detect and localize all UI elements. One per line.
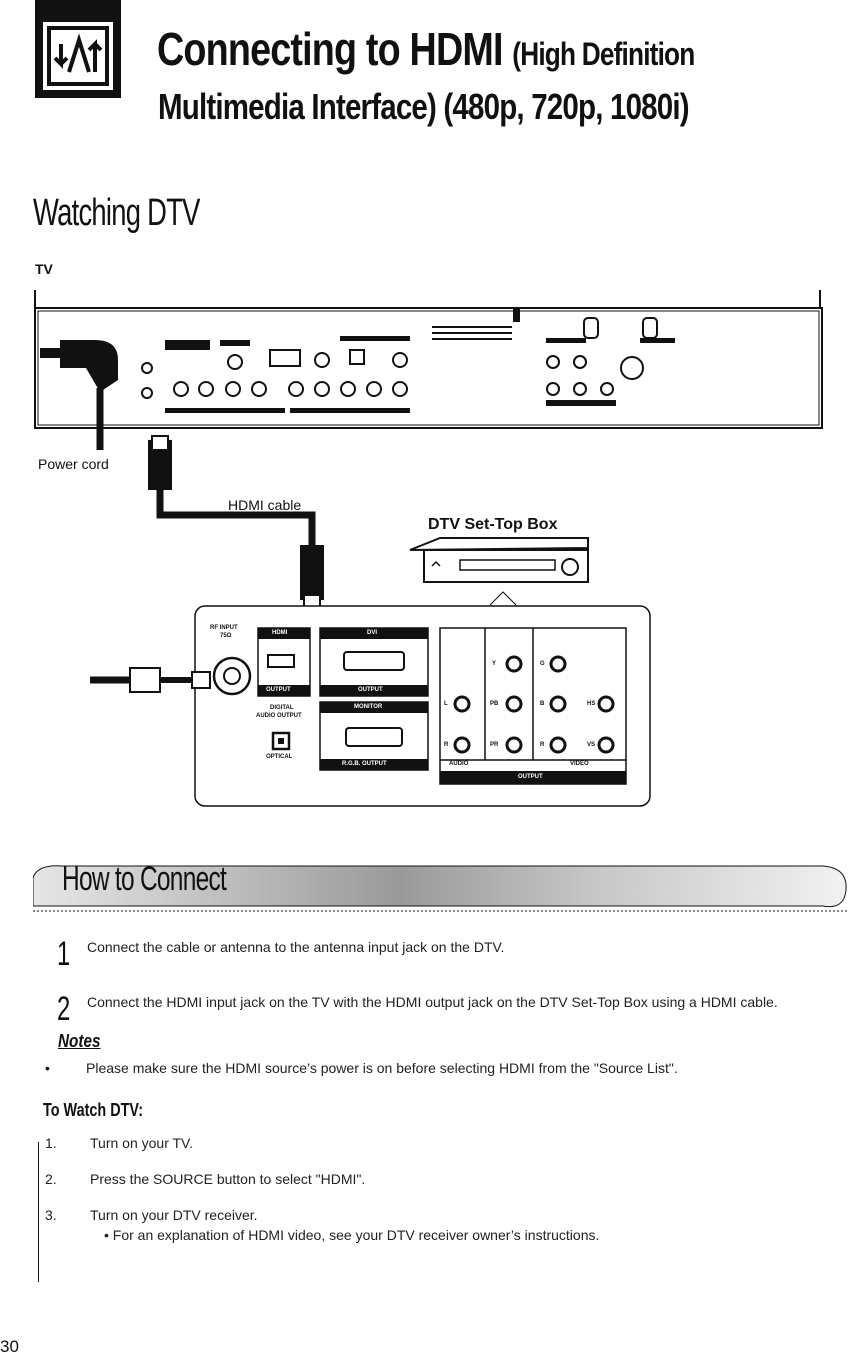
rf-ohm-label: 75Ω [220,633,232,639]
settop-rear-panel [90,605,651,807]
jack-pb-label: PB [490,701,499,707]
step-text: Connect the cable or antenna to the ante… [87,939,505,955]
list-sub-item: • For an explanation of HDMI video, see … [104,1227,600,1243]
how-to-connect-title: How to Connect [62,860,227,898]
page-title: Connecting to HDMI (High Definition [157,22,695,76]
title-paren: (High Definition [512,36,695,72]
settop-box-icon [409,537,589,583]
notes-heading: Notes [58,1031,101,1051]
tv-label: TV [35,261,53,277]
optical-label: OPTICAL [266,754,293,760]
rf-input-label: RF INPUT [210,625,238,631]
hdmi-output-label: OUTPUT [266,687,291,693]
list-item: Press the SOURCE button to select "HDMI"… [90,1171,366,1187]
jack-rr-label: R [540,742,545,748]
hdmi-cable-label: HDMI cable [228,497,302,513]
jack-vs-label: VS [587,742,596,748]
list-item-number: 1. [45,1135,57,1151]
rgb-output-label: R.G.B. OUTPUT [342,761,387,767]
to-watch-heading: To Watch DTV: [43,1100,143,1120]
jack-g-label: G [540,661,545,667]
settop-label: DTV Set-Top Box [428,516,558,533]
step-number: 2 [57,990,71,1028]
page-title-line2: Multimedia Interface) (480p, 720p, 1080i… [158,86,690,127]
audio-label: AUDIO [449,761,469,767]
section-heading: Watching DTV [33,192,200,234]
page-number: 30 [0,1337,19,1356]
jack-r-label: R [444,742,449,748]
dvi-label: DVI [367,630,378,636]
digital-label: DIGITAL [270,705,294,711]
list-item-number: 3. [45,1207,57,1223]
how-to-connect-banner [33,865,848,912]
section-logo-icon [35,0,121,98]
jack-hs-label: HS [587,701,596,707]
step-number: 1 [57,935,71,973]
title-main: Connecting to HDMI [157,23,503,75]
video-label: VIDEO [570,761,589,767]
jack-l-label: L [444,701,448,707]
jack-y-label: Y [492,661,497,667]
note-text: Please make sure the HDMI source’s power… [86,1060,678,1076]
hdmi-label: HDMI [272,630,288,636]
bullet-icon: • [45,1060,50,1076]
power-cord-label: Power cord [38,456,109,472]
left-rule [38,1142,39,1282]
audio-output-label: AUDIO OUTPUT [256,713,302,719]
output-label: OUTPUT [518,774,543,780]
tv-back-panel [34,290,823,429]
list-item-number: 2. [45,1171,57,1187]
jack-pr-label: PR [490,742,499,748]
dvi-output-label: OUTPUT [358,687,383,693]
connection-diagram [34,290,823,807]
list-item: Turn on your DTV receiver. [90,1207,258,1223]
monitor-label: MONITOR [354,704,383,710]
step-text: Connect the HDMI input jack on the TV wi… [87,994,778,1010]
list-item: Turn on your TV. [90,1135,193,1151]
jack-b-label: B [540,701,545,707]
